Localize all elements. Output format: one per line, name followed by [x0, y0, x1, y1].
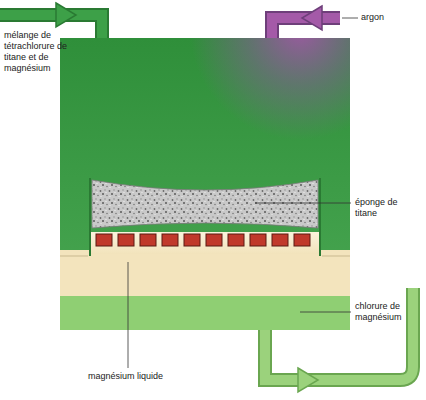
liquid-magnesium: [60, 250, 350, 296]
crucible-grid-zone: [90, 232, 320, 254]
vessel-body: [60, 38, 350, 330]
crucible-wall: [90, 178, 320, 256]
magnesium-chloride: [60, 296, 350, 330]
leader-lines: [128, 18, 358, 368]
argon-zone: [60, 38, 350, 178]
magnesium-label: magnésium liquide: [88, 371, 198, 382]
mixture-label: mélange de tétrachlorure de titane et de…: [4, 30, 86, 74]
titanium-sponge: [92, 180, 318, 228]
support-grid: [96, 234, 310, 246]
sponge-label: éponge de titane: [355, 197, 421, 219]
argon-label: argon: [361, 12, 411, 23]
chloride-label: chlorure de magnésium: [355, 301, 407, 323]
